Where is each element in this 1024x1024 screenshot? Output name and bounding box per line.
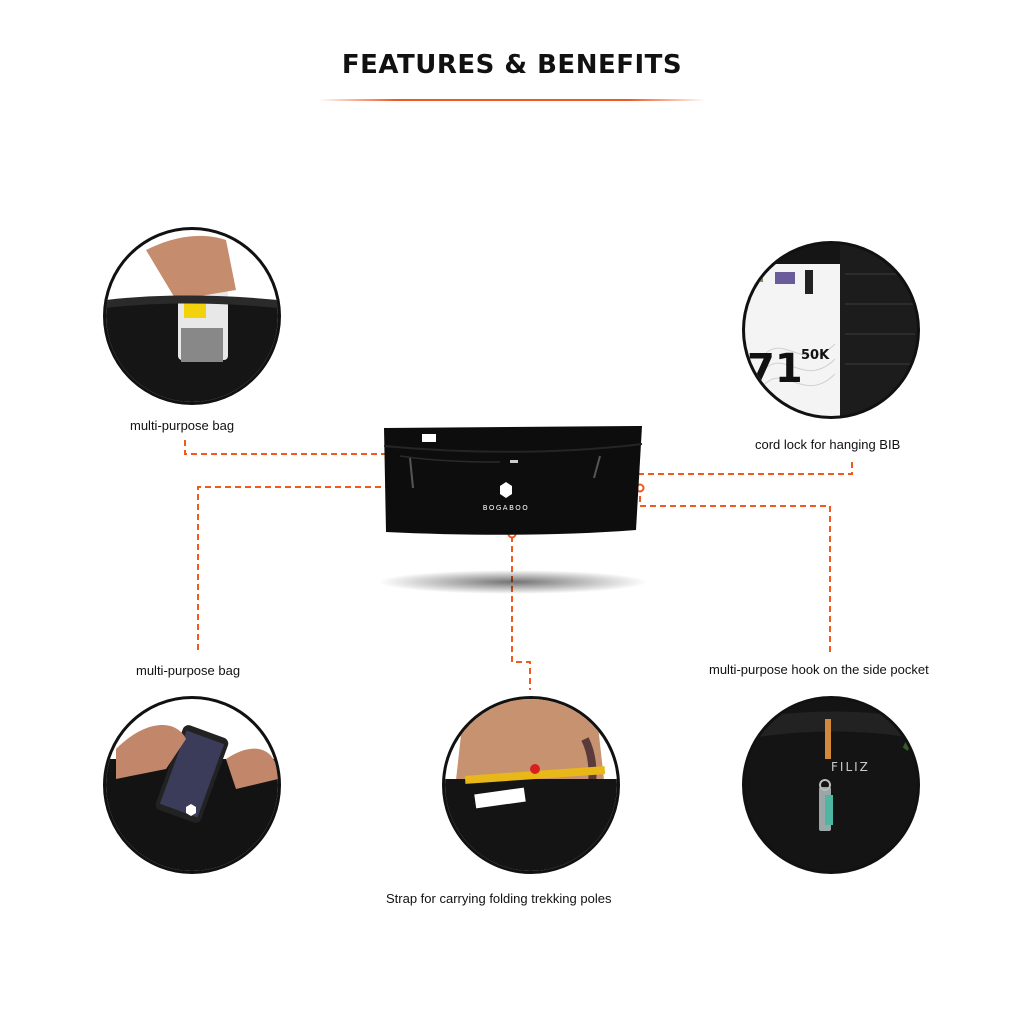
- photo-bib-hook: 71 50K: [742, 241, 920, 419]
- bib-hook-image: 71 50K: [745, 244, 917, 416]
- side-hook-image: FILIZ: [745, 699, 917, 871]
- page-title: FEATURES & BENEFITS: [341, 50, 683, 80]
- side-pocket-label: FILIZ: [831, 760, 870, 774]
- caption-top-right: cord lock for hanging BIB: [755, 437, 901, 452]
- caption-mid-left: multi-purpose bag: [136, 663, 241, 678]
- trekking-strap-image: [445, 699, 617, 871]
- caption-bottom-center: Strap for carrying folding trekking pole…: [386, 891, 612, 906]
- belt-brand-label: BOGABOO: [483, 504, 530, 512]
- title-underline: [318, 99, 706, 101]
- callout-line-mid-right: [639, 490, 831, 652]
- phone-pocket-image: [106, 699, 278, 871]
- photo-phone-pocket: [103, 696, 281, 874]
- front-pocket-image: [106, 230, 278, 402]
- photo-trekking-strap: [442, 696, 620, 874]
- product-belt: BOGABOO: [380, 422, 646, 594]
- callout-line-top-left: [184, 440, 396, 455]
- caption-top-left: multi-purpose bag: [130, 418, 235, 433]
- bib-distance: 50K: [801, 348, 830, 363]
- bib-number: 71: [747, 346, 803, 392]
- photo-front-pocket: [103, 227, 281, 405]
- belt-image: BOGABOO: [380, 426, 646, 594]
- caption-mid-right: multi-purpose hook on the side pocket: [709, 662, 929, 677]
- photo-side-hook: FILIZ: [742, 696, 920, 874]
